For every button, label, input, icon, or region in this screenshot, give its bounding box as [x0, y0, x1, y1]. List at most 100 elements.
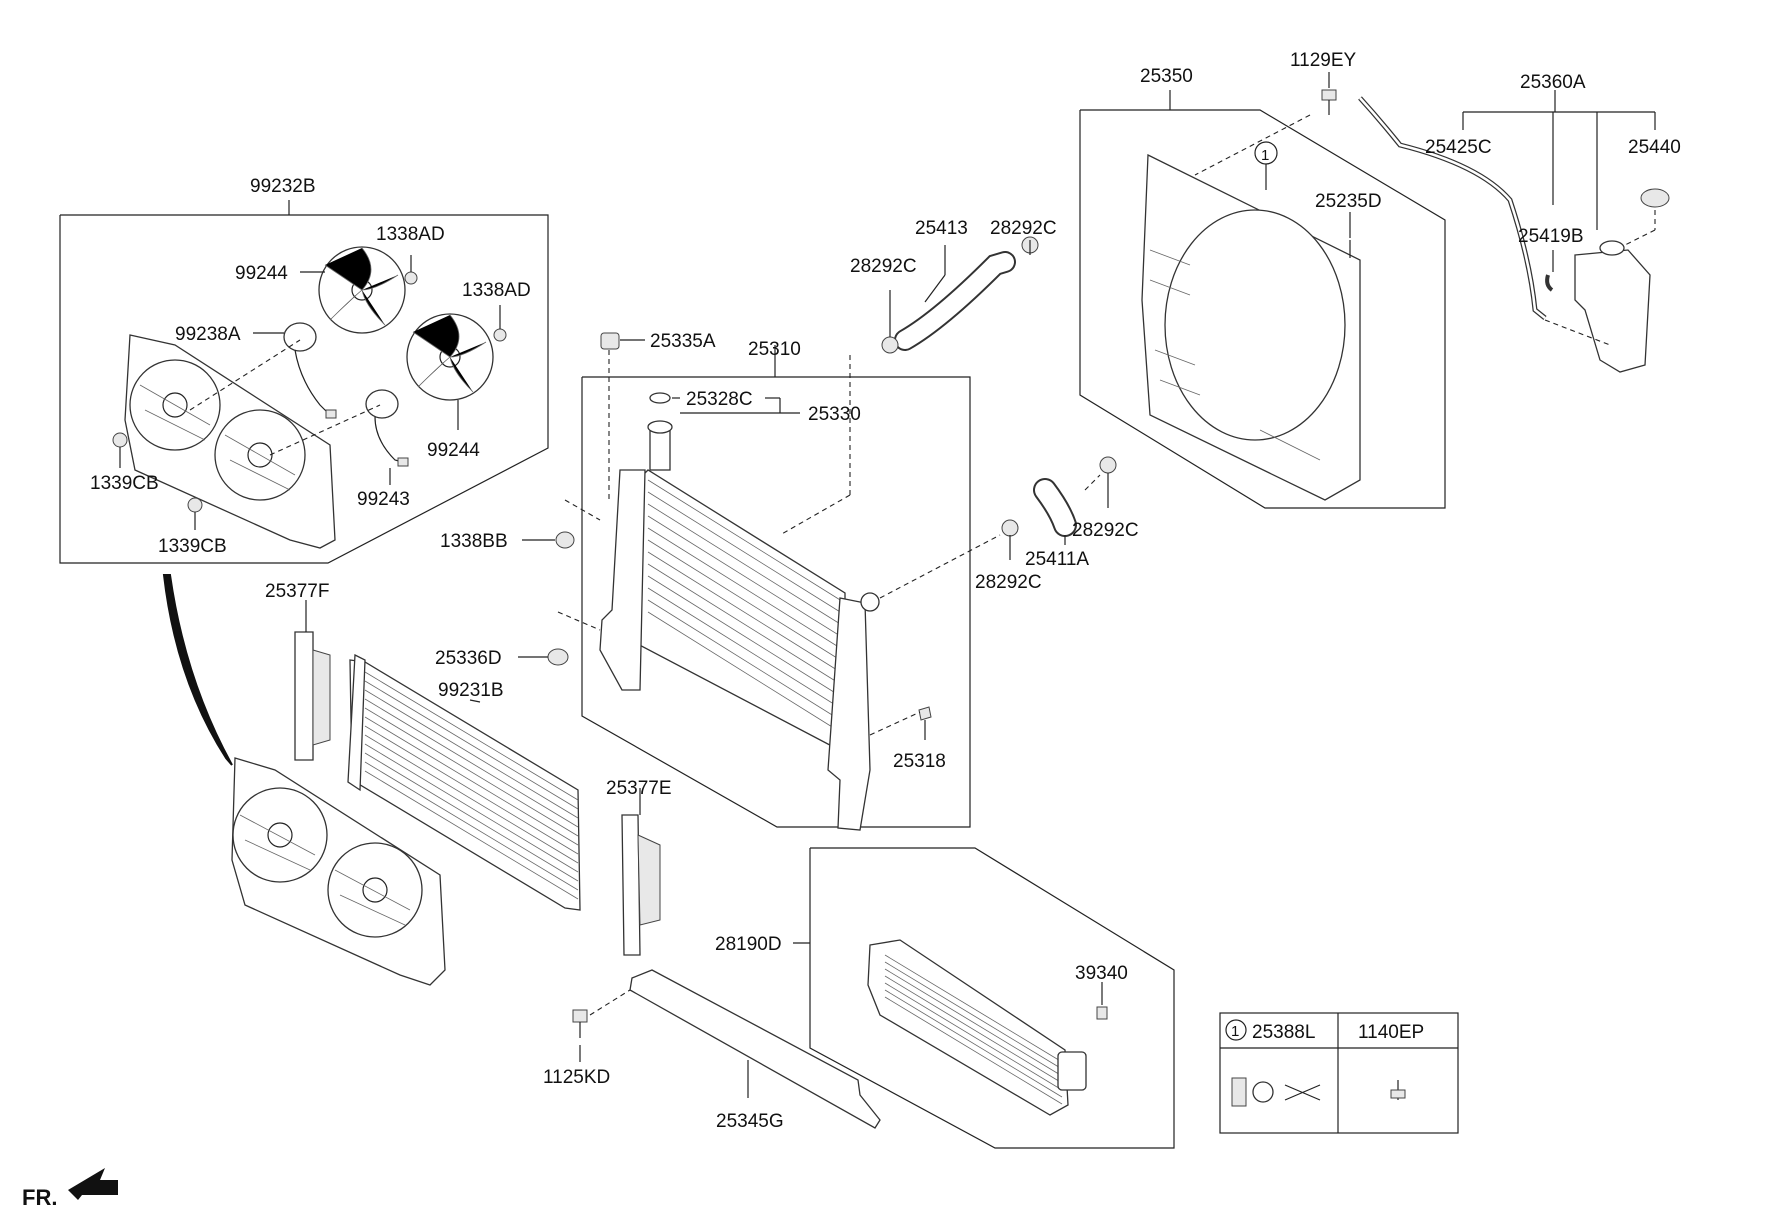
- hose-25419B: [1545, 274, 1554, 292]
- fin-line: [364, 671, 579, 801]
- label-25335A: 25335A: [650, 331, 716, 352]
- label-25440: 25440: [1628, 137, 1681, 158]
- label-25425C: 25425C: [1425, 137, 1492, 158]
- hose-clamp-c: [1099, 456, 1117, 474]
- fin-line: [364, 752, 579, 882]
- fin-line: [647, 527, 846, 652]
- grommet-1338BB: [555, 531, 575, 549]
- fin-line: [364, 707, 579, 837]
- fin-line: [647, 587, 846, 712]
- label-39340: 39340: [1075, 963, 1128, 984]
- label-25350: 25350: [1140, 66, 1193, 87]
- label-99243: 99243: [357, 489, 410, 510]
- fin-line: [884, 968, 1063, 1077]
- label-25310: 25310: [748, 339, 801, 360]
- hose-leaders: [889, 240, 1109, 560]
- plug-25335A: [600, 332, 620, 350]
- label-1338AD-b: 1338AD: [462, 280, 531, 301]
- label-1125KD: 1125KD: [543, 1067, 610, 1088]
- label-25413: 25413: [915, 218, 968, 239]
- fin-line: [647, 599, 846, 724]
- fin-line: [647, 575, 846, 700]
- label-25377E: 25377E: [606, 778, 672, 799]
- label-28292C-c: 28292C: [1072, 520, 1139, 541]
- fin-line: [884, 989, 1063, 1098]
- radiator-shroud: [1141, 153, 1361, 501]
- label-99244-b: 99244: [427, 440, 480, 461]
- label-99244-a: 99244: [235, 263, 288, 284]
- nut-1339CB-a: [112, 432, 128, 448]
- bolt-1125KD: [572, 1009, 588, 1038]
- sensor-39340: [1096, 1006, 1108, 1020]
- label-99232B: 99232B: [250, 176, 316, 197]
- radiator-core: [629, 469, 846, 755]
- front-direction-label: FR.: [22, 1185, 57, 1210]
- label-28292C-b: 28292C: [850, 256, 917, 277]
- fin-line: [884, 975, 1063, 1084]
- seal-25328C: [649, 392, 671, 404]
- fan-shroud-lower: [231, 757, 446, 986]
- fin-line: [647, 491, 846, 616]
- reservoir-cap-25440: [1640, 188, 1670, 208]
- fan-motor-b: [365, 389, 409, 467]
- shroud-box: [1079, 90, 1446, 509]
- legend-circle-number: 1: [1231, 1023, 1239, 1040]
- nut-1338AD-b: [493, 328, 507, 342]
- hose-25413: [894, 251, 1016, 351]
- fin-line: [647, 563, 846, 688]
- label-1129EY: 1129EY: [1290, 50, 1357, 71]
- nut-1339CB-b: [187, 497, 203, 513]
- hose-25411A: [1033, 478, 1077, 537]
- radiator-tank-left: [599, 469, 646, 691]
- reservoir-tank: [1574, 240, 1651, 373]
- label-25345G: 25345G: [716, 1111, 784, 1132]
- hose-clamp-a: [881, 336, 899, 354]
- label-99238A: 99238A: [175, 324, 241, 345]
- label-25336D: 25336D: [435, 648, 502, 669]
- fin-line: [647, 551, 846, 676]
- fan-motor-a: [283, 322, 337, 419]
- fin-line: [647, 539, 846, 664]
- reservoir-leaders: [1544, 210, 1656, 346]
- fin-line: [364, 689, 579, 819]
- label-99231B: 99231B: [438, 680, 504, 701]
- bolt-1129EY: [1321, 89, 1337, 115]
- bracket-25336D: [547, 648, 569, 666]
- label-1339CB-b: 1339CB: [158, 536, 227, 557]
- legend-col1-label: 25388L: [1252, 1022, 1315, 1043]
- fin-line: [364, 725, 579, 855]
- part-labels: 99232B 1338AD 99244 1338AD 99238A 99244 …: [22, 50, 1681, 1210]
- radiator-filler-neck: [647, 420, 673, 471]
- shroud-leaders: [1194, 72, 1351, 238]
- label-28190D: 28190D: [715, 934, 782, 955]
- label-25419B: 25419B: [1518, 226, 1584, 247]
- fin-line: [364, 734, 579, 864]
- label-1339CB-a: 1339CB: [90, 473, 159, 494]
- fin-line: [364, 743, 579, 873]
- label-25377F: 25377F: [265, 581, 329, 602]
- fan-shroud-upper: [124, 334, 336, 549]
- label-25318: 25318: [893, 751, 946, 772]
- radiator-box: [581, 345, 971, 828]
- fan-assembly-box: [59, 200, 549, 564]
- fin-line: [884, 982, 1063, 1091]
- label-25360A: 25360A: [1520, 72, 1586, 93]
- intercooler: [867, 939, 1087, 1116]
- fin-line: [884, 961, 1063, 1070]
- fin-line: [364, 680, 579, 810]
- label-25411A: 25411A: [1025, 549, 1089, 570]
- air-guide-25377E: [621, 814, 661, 956]
- front-direction-indicator: [68, 1168, 118, 1200]
- nut-1338AD-a: [404, 271, 418, 285]
- radiator-leaders: [518, 339, 1001, 740]
- fin-line: [364, 716, 579, 846]
- label-1338BB: 1338BB: [440, 531, 508, 552]
- fin-line: [364, 698, 579, 828]
- air-guide-25377F: [294, 631, 331, 761]
- fin-line: [647, 515, 846, 640]
- legend-table: [1219, 1012, 1459, 1134]
- label-25330: 25330: [808, 404, 861, 425]
- label-28292C-a: 28292C: [990, 218, 1057, 239]
- fin-line: [647, 479, 846, 604]
